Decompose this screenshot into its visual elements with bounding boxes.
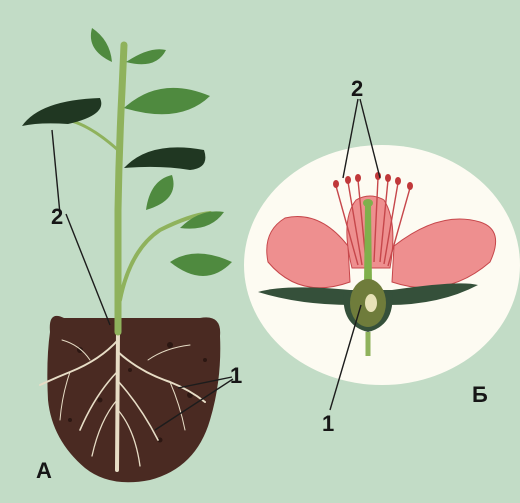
label-1-flower: 1 xyxy=(322,411,334,436)
ovule xyxy=(365,294,377,312)
label-1-plant: 1 xyxy=(230,363,242,388)
pistil-style xyxy=(364,205,372,285)
stigma xyxy=(363,199,373,207)
panel-letter-b: Б xyxy=(472,382,488,407)
label-2-plant: 2 xyxy=(51,204,63,229)
panel-letter-a: А xyxy=(36,458,52,483)
label-2-flower: 2 xyxy=(351,76,363,101)
